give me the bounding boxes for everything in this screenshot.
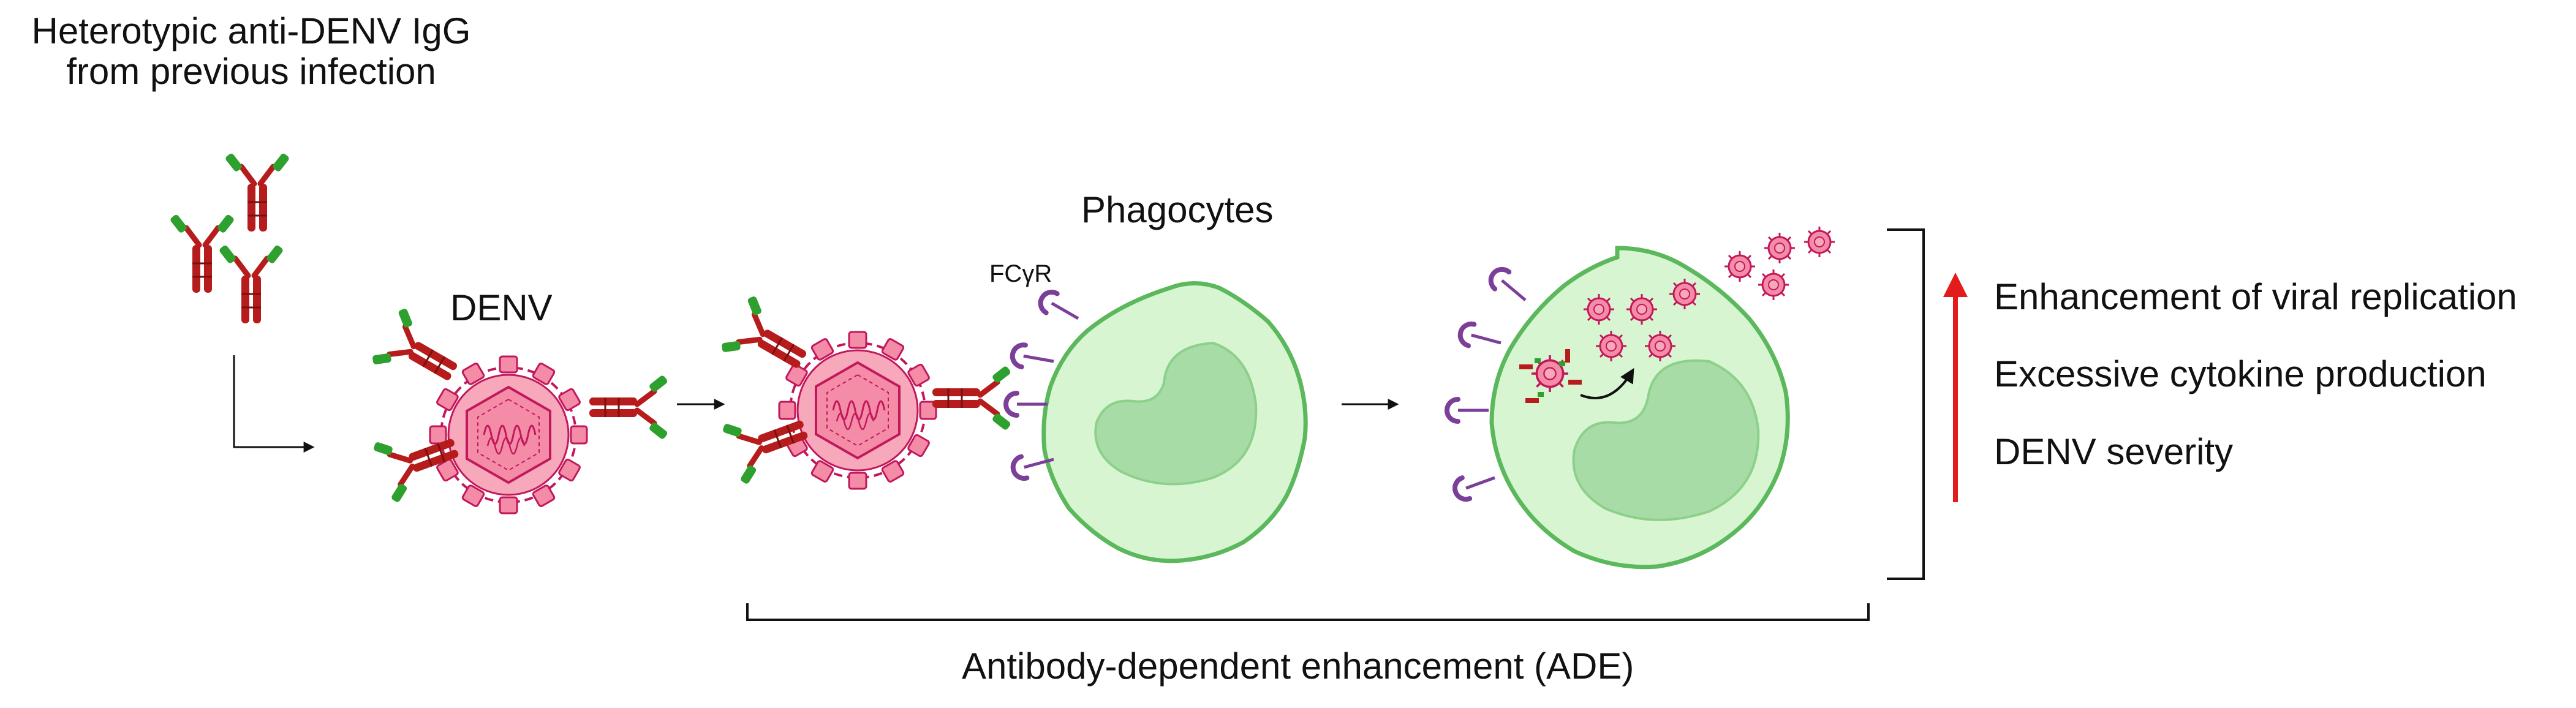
virus-label: DENV (450, 287, 553, 328)
free-antibodies (169, 153, 290, 323)
receptor-icon (1037, 288, 1084, 328)
virus-icon (1757, 268, 1790, 301)
title-line-1: Heterotypic anti-DENV IgG (31, 10, 471, 51)
diagram-title: Heterotypic anti-DENV IgG from previous … (9, 11, 493, 92)
outcome-1: Enhancement of viral replication (1994, 276, 2517, 317)
receptor-icon (1486, 265, 1532, 309)
internalized-complex (1519, 349, 1634, 403)
right-bracket-icon (1887, 228, 1925, 580)
virus-icon (1803, 225, 1836, 258)
outcome-2: Excessive cytokine production (1994, 353, 2487, 394)
infected-phagocyte-icon (1489, 246, 1790, 570)
virus-icon (1625, 293, 1658, 326)
virus-icon (1763, 232, 1796, 265)
curved-arrow-icon (1580, 367, 1634, 399)
opsonized-virus-1 (369, 305, 668, 514)
ade-bracket-icon (746, 603, 1870, 621)
receptor-icon (1447, 399, 1489, 421)
receptor-icon (1458, 322, 1504, 353)
phagocyte-icon (1041, 281, 1308, 563)
receptor-icon (1452, 467, 1498, 502)
ade-label: Antibody-dependent enhancement (ADE) (962, 646, 1634, 687)
virus-icon (1595, 330, 1628, 363)
antibody-icon (224, 153, 290, 232)
virus-icon (1723, 250, 1756, 283)
title-line-2: from previous infection (66, 51, 436, 92)
phagocytes-label: Phagocytes (1081, 189, 1274, 230)
virus-icon (1644, 330, 1677, 363)
virus-icon (1668, 277, 1701, 311)
receptor-label: FCγR (989, 260, 1052, 287)
receptor-icon (1006, 393, 1048, 415)
virus-icon (1582, 293, 1615, 326)
l-arrow-icon (233, 355, 315, 453)
antibody-icon (589, 374, 668, 440)
receptor-icon (1011, 343, 1056, 372)
virus-icon (429, 355, 588, 514)
outcome-3: DENV severity (1994, 431, 2234, 472)
opsonized-virus-2 (718, 293, 1011, 490)
antibody-icon (218, 244, 284, 323)
antibody-icon (932, 365, 1011, 431)
